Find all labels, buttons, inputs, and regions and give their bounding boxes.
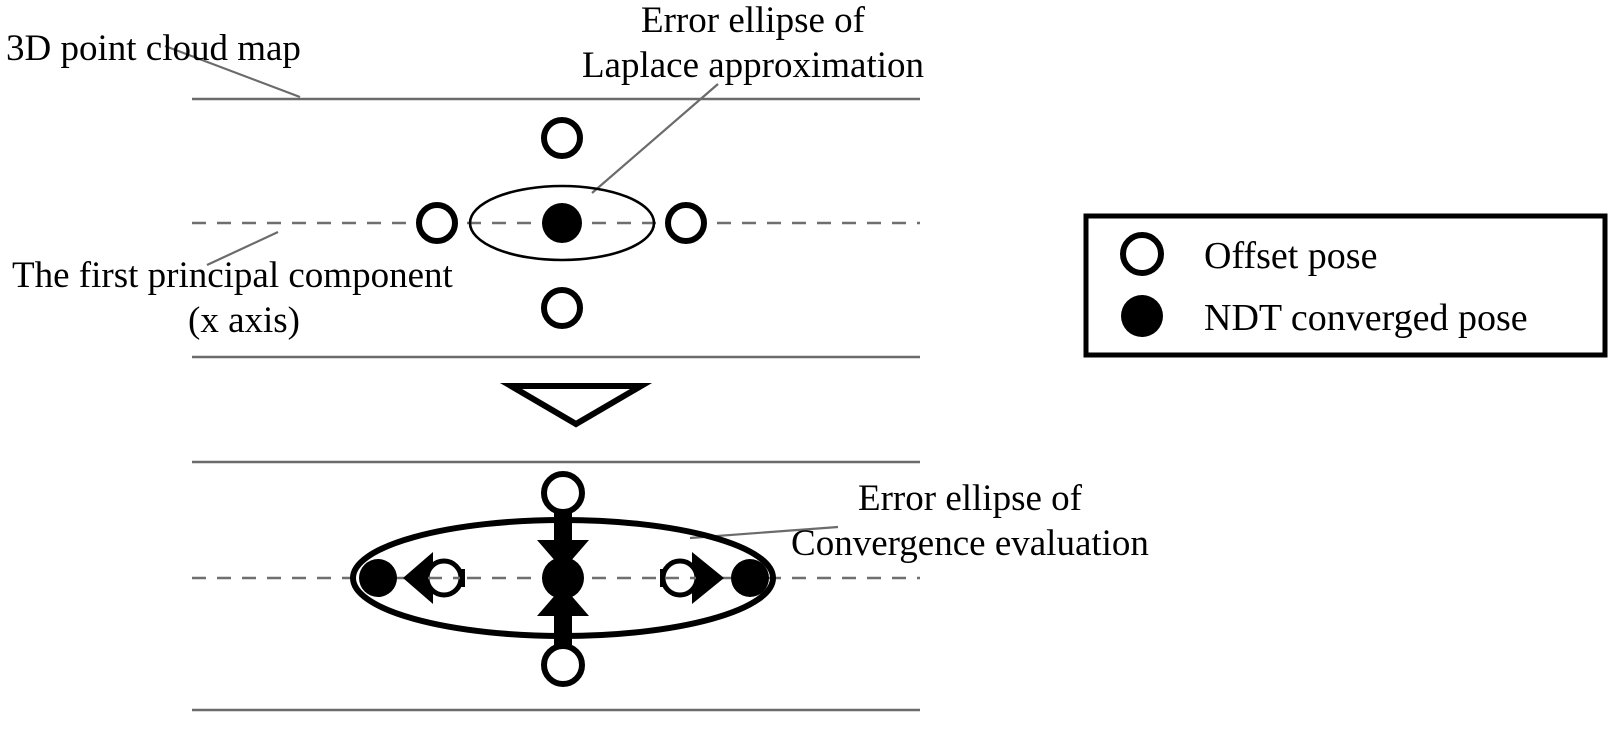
- offset-pose-bottom-lower-icon: [541, 643, 585, 687]
- offset-pose-right-icon: [665, 202, 707, 244]
- offset-pose-left-icon: [416, 202, 458, 244]
- label-laplace-line2: Laplace approximation: [581, 45, 925, 86]
- lower-offset-poses: [424, 471, 700, 687]
- laplace-error-ellipse: [468, 184, 656, 262]
- legend-label-offset-pose: Offset pose: [1204, 235, 1378, 277]
- offset-pose-inner-right-icon: [660, 558, 700, 598]
- upper-offset-poses: [416, 117, 707, 329]
- legend-open-circle-icon: [1120, 232, 1164, 276]
- offset-pose-top-lower-icon: [541, 471, 585, 515]
- ndt-converged-pose-left-icon: [359, 559, 397, 597]
- legend-filled-circle-icon: [1121, 295, 1163, 337]
- label-principal-component-line2: (x axis): [188, 300, 300, 341]
- offset-pose-bottom-icon: [541, 287, 583, 329]
- label-convergence-line2: Convergence evaluation: [791, 523, 1149, 564]
- legend-border: [1083, 213, 1608, 358]
- label-point-cloud-map: 3D point cloud map: [6, 28, 301, 69]
- convergence-arrow-down-icon: [537, 508, 589, 570]
- upper-scene-road-lines: [192, 97, 920, 359]
- label-principal-component-line1: The first principal component: [12, 255, 453, 296]
- label-convergence-line1: Error ellipse of: [858, 478, 1082, 519]
- leader-line-principal-component: [206, 231, 279, 266]
- ndt-converged-pose-center-lower-icon: [542, 557, 584, 599]
- legend-label-ndt-converged-pose: NDT converged pose: [1204, 297, 1528, 339]
- label-laplace-line1: Error ellipse of: [641, 0, 865, 41]
- ndt-converged-pose-right-icon: [731, 559, 769, 597]
- leader-line-laplace-ellipse: [591, 83, 719, 194]
- lower-scene-road-lines: [192, 460, 920, 712]
- offset-pose-inner-left-icon: [424, 558, 464, 598]
- legend-box: [1083, 213, 1608, 358]
- downward-triangle-arrow-icon: [499, 383, 653, 428]
- ndt-converged-pose-center-icon: [542, 203, 582, 243]
- offset-pose-top-icon: [541, 117, 583, 159]
- convergence-arrow-up-icon: [537, 586, 589, 650]
- leader-line-point-cloud-map: [164, 44, 301, 99]
- lower-converged-poses: [359, 557, 769, 599]
